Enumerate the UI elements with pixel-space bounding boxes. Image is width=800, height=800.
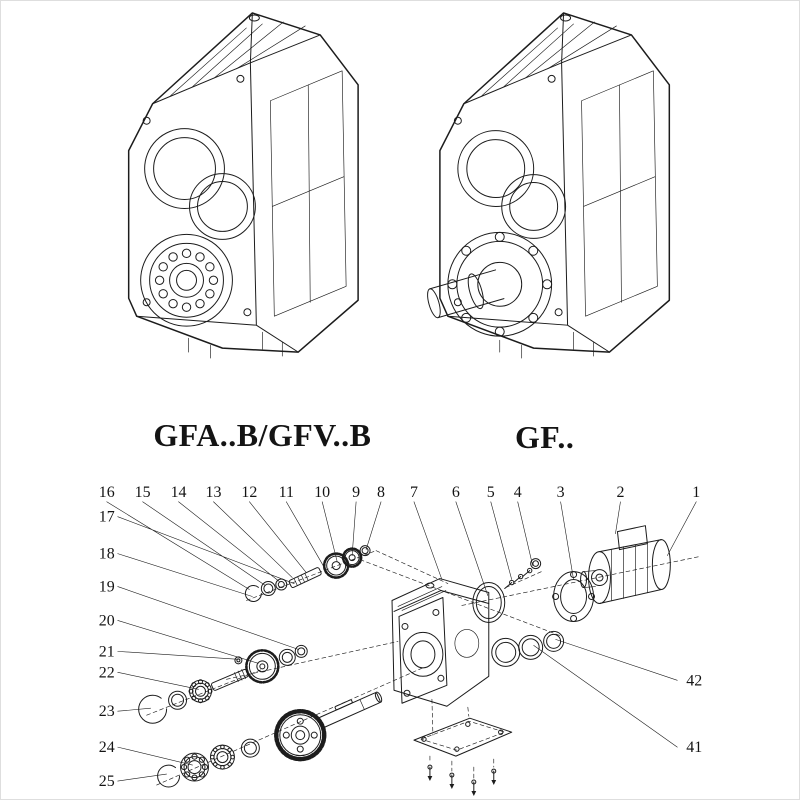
intermediate-gear-assembly — [234, 644, 308, 684]
large-snap-ring — [138, 694, 168, 724]
gearbox-gf-drawing — [427, 12, 671, 359]
callout-21: 21 — [99, 643, 115, 660]
plate-bolts — [427, 764, 497, 797]
callout-17: 17 — [99, 509, 115, 526]
flange-bolts — [504, 558, 542, 590]
callout-8: 8 — [377, 484, 385, 501]
labels: GFA..B/GFV..B GF.. 16 15 14 13 12 11 10 … — [99, 418, 703, 790]
callout-19: 19 — [99, 579, 115, 596]
callout-22: 22 — [99, 664, 115, 681]
housing-edges — [447, 12, 632, 353]
intermediate-gear — [245, 649, 280, 684]
callout-15: 15 — [135, 484, 151, 501]
shaft-key — [334, 699, 353, 711]
callout-6: 6 — [452, 484, 460, 501]
callout-20: 20 — [99, 612, 115, 629]
snap-ring — [244, 585, 262, 602]
shaft-bearing — [188, 679, 213, 704]
upper-bores — [457, 130, 567, 239]
callout-4: 4 — [514, 484, 522, 501]
housing-silhouette — [439, 12, 671, 353]
callout-7: 7 — [410, 484, 418, 501]
output-shaft — [318, 691, 383, 729]
pinion-shaft — [211, 668, 249, 691]
input-shaft-assembly — [244, 545, 371, 602]
callout-18: 18 — [99, 546, 115, 563]
mounting-feet — [499, 331, 594, 359]
corner-bolts — [142, 74, 252, 317]
retaining-rings — [491, 630, 565, 667]
output-flange — [447, 231, 553, 337]
callout-5: 5 — [487, 484, 495, 501]
terminal-box — [616, 525, 648, 551]
callout-23: 23 — [99, 703, 115, 720]
callout-16: 16 — [99, 484, 115, 501]
model-label-gf: GF.. — [515, 420, 574, 455]
output-bearing-a — [180, 752, 209, 782]
callout-42: 42 — [686, 672, 702, 689]
output-bearing-b — [209, 744, 235, 770]
callout-12: 12 — [241, 484, 257, 501]
callout-2: 2 — [616, 484, 624, 501]
housing-edges — [136, 12, 321, 353]
callout-9: 9 — [352, 484, 360, 501]
leader-lines — [106, 501, 697, 782]
upper-bores — [144, 128, 256, 240]
callout-24: 24 — [99, 739, 115, 756]
motor-fins — [611, 542, 648, 601]
assembly-axes — [146, 550, 700, 786]
housing-bore — [402, 631, 444, 677]
callout-14: 14 — [171, 484, 187, 501]
input-shaft — [288, 567, 322, 588]
small-gear — [341, 547, 363, 568]
output-bearing — [140, 233, 233, 327]
side-panel-ribs — [581, 70, 658, 317]
lifting-lug — [560, 14, 572, 22]
gearbox-gfa-drawing — [127, 12, 359, 359]
corner-bolts — [453, 74, 563, 317]
cooling-ribs — [481, 21, 617, 97]
motor-unit — [580, 525, 671, 604]
callout-13: 13 — [205, 484, 221, 501]
pinion-shaft-assembly — [138, 668, 249, 724]
callout-25: 25 — [99, 773, 115, 790]
callout-41: 41 — [686, 739, 702, 756]
side-panel-ribs — [270, 70, 347, 317]
line-art — [106, 12, 700, 797]
snap-ring — [157, 764, 181, 788]
gearbox-housing — [391, 578, 490, 707]
callout-10: 10 — [314, 484, 330, 501]
mounting-plate — [413, 717, 513, 757]
housing-flange-face — [398, 597, 448, 704]
output-gear — [274, 708, 327, 762]
mounting-feet — [188, 331, 283, 359]
housing-silhouette — [127, 12, 359, 353]
output-shaft-assembly — [157, 691, 383, 788]
callout-1: 1 — [692, 484, 700, 501]
output-shaft — [427, 269, 505, 319]
motor-flange-adapter — [552, 571, 596, 622]
housing-body — [391, 578, 490, 707]
callout-11: 11 — [279, 484, 294, 501]
exploded-view — [106, 501, 700, 797]
motor-rear-cap — [651, 539, 671, 591]
cooling-ribs — [170, 21, 306, 97]
model-label-gfa: GFA..B/GFV..B — [153, 418, 371, 453]
lifting-lug — [248, 14, 260, 22]
gasket — [472, 582, 506, 623]
callout-3: 3 — [557, 484, 565, 501]
